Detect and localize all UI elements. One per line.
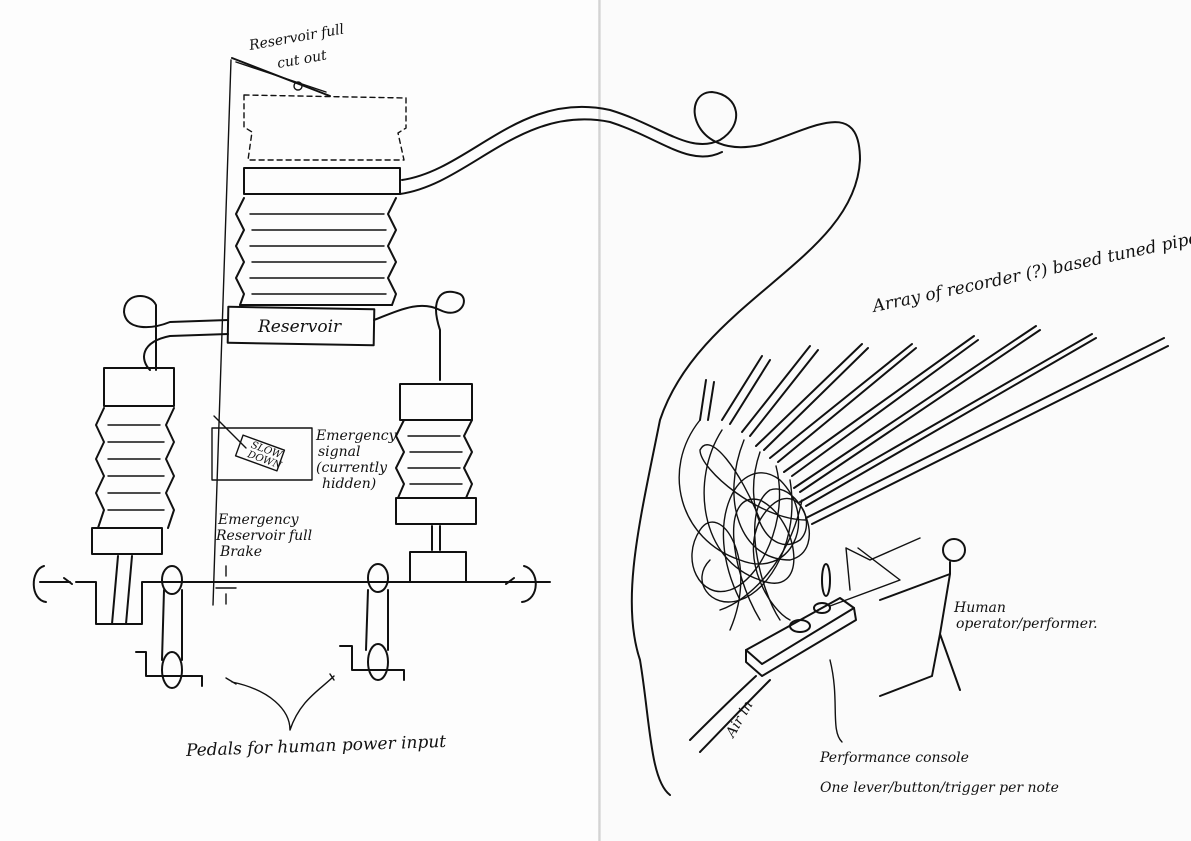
reservoir-cutout-label-line1: Reservoir full <box>247 21 345 54</box>
pedal-pointer-arrows <box>225 673 335 731</box>
pipe-array-label: Array of recorder (?) based tuned pipes <box>869 226 1191 317</box>
emergency-brake-label-1: Emergency <box>217 512 300 528</box>
emergency-signal-label-4: hidden) <box>322 476 376 492</box>
emergency-signal-label-3: (currently <box>316 460 388 476</box>
reservoir-cutout-lever <box>231 57 331 97</box>
emergency-brake-label-3: Brake <box>219 544 262 560</box>
reservoir-label: Reservoir <box>257 317 342 337</box>
human-operator-figure <box>879 538 966 697</box>
emergency-signal <box>211 415 313 481</box>
right-pedal <box>339 589 405 681</box>
emergency-signal-label-1: Emergency <box>315 428 398 444</box>
performance-console <box>745 537 921 677</box>
left-feeder-bellows <box>91 295 229 625</box>
emergency-signal-label-2: signal <box>318 444 360 460</box>
sketchbook-spine <box>598 0 601 841</box>
reservoir-bellows <box>235 167 401 306</box>
air-in-tube <box>689 675 771 753</box>
reservoir-box <box>226 305 376 347</box>
left-sketchbook-page <box>0 0 598 841</box>
emergency-brake-label-2: Reservoir full <box>215 528 312 544</box>
reservoir-air-hose <box>401 91 861 796</box>
operator-label-2: operator/performer. <box>956 616 1098 632</box>
console-label-2: One lever/button/trigger per note <box>820 780 1059 796</box>
reservoir-cutout-label-line2: cut out <box>276 47 328 72</box>
console-pointer <box>829 659 843 743</box>
operator-label-1: Human <box>953 600 1006 616</box>
pedals-label: Pedals for human power input <box>185 732 447 761</box>
left-pedal <box>135 589 203 689</box>
reservoir-expanded-dashed <box>243 94 407 161</box>
cutout-rod <box>212 59 232 606</box>
tuned-pipe-array <box>699 325 1169 525</box>
feed-tube-tangle <box>678 419 810 631</box>
crankshaft <box>32 551 551 625</box>
console-label-1: Performance console <box>819 750 969 766</box>
right-feeder-bellows <box>373 290 477 551</box>
